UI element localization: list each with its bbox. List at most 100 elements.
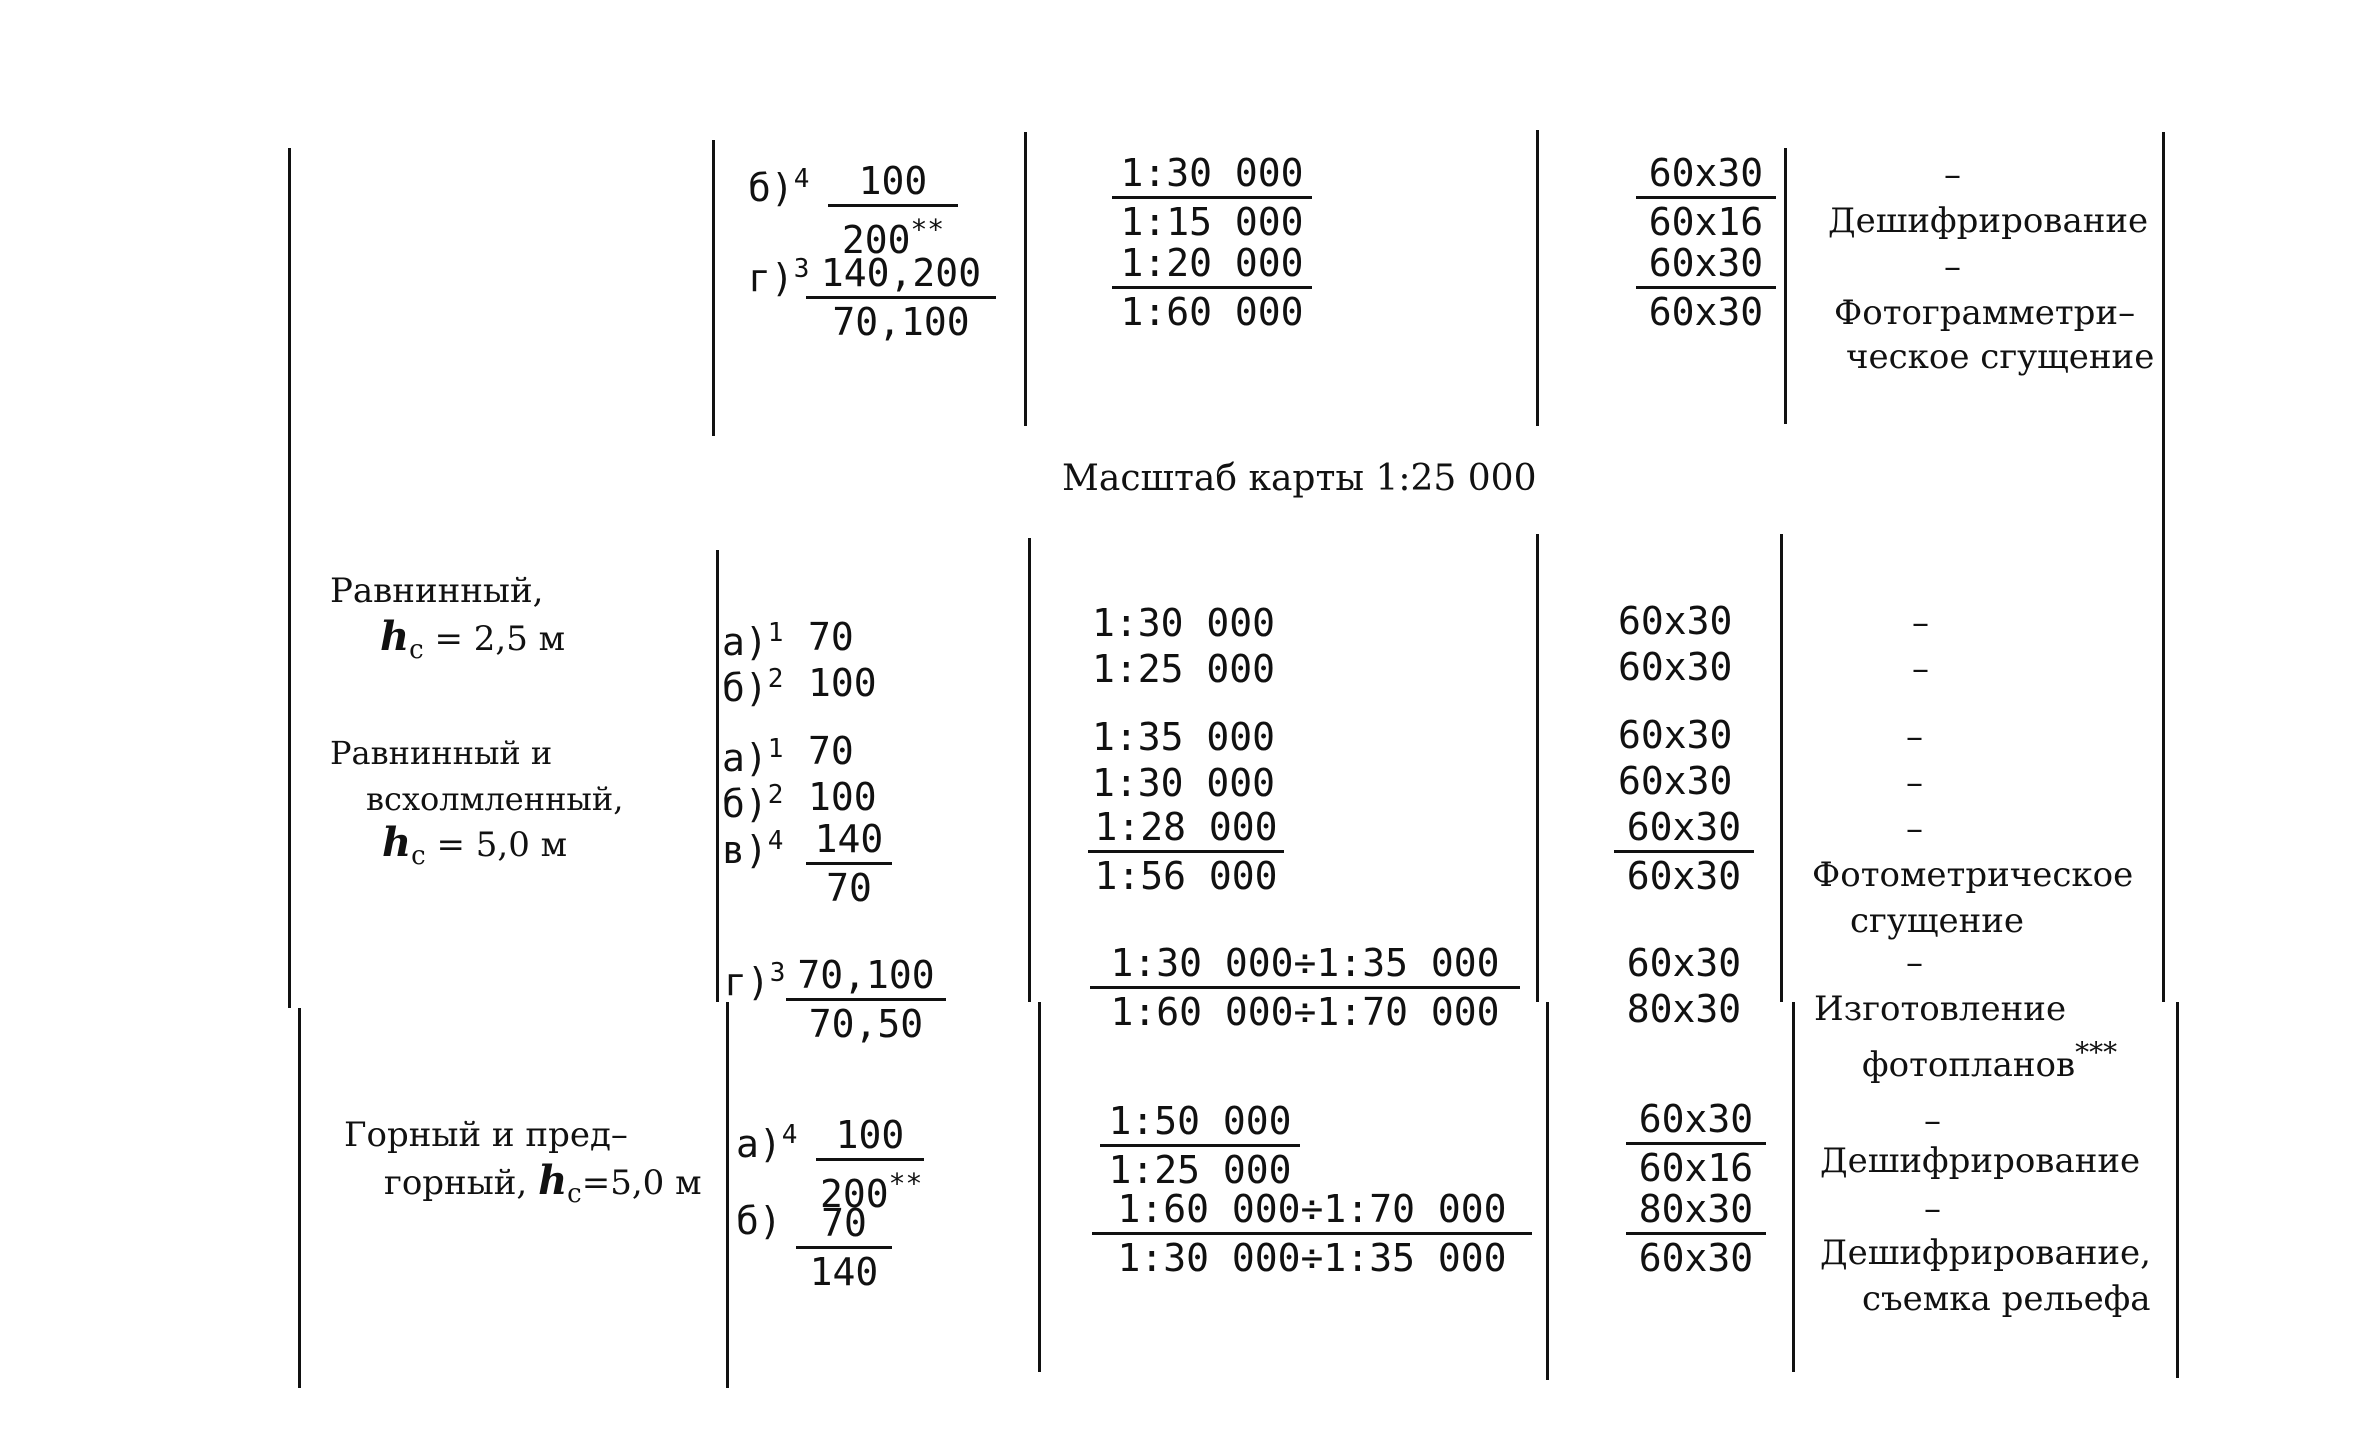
height-value: =5,0 м bbox=[581, 1163, 702, 1203]
format-denominator: 60x16 bbox=[1648, 200, 1764, 244]
flat-hilly-row-a-note: – bbox=[1906, 717, 1923, 757]
top-scale-1: 1:30 000 1:15 000 bbox=[1112, 150, 1312, 245]
flat-hilly-row-b-scale: 1:30 000 bbox=[1092, 761, 1276, 805]
fraction-denominator: 70,100 bbox=[832, 300, 970, 344]
col4-divider-low bbox=[1546, 1002, 1549, 1380]
flat-hilly-row-v-fraction: 140 70 bbox=[806, 816, 892, 911]
flat-hilly-row-v-note-1: Фотометрическое bbox=[1812, 855, 2134, 895]
footnote-mark: ** bbox=[888, 1167, 923, 1200]
flat-hilly-row-v-scale: 1:28 000 1:56 000 bbox=[1088, 804, 1284, 899]
flat-hilly-row-g-note-1: Изготовление bbox=[1814, 989, 2067, 1029]
col5-divider-low bbox=[1792, 1002, 1795, 1372]
top-format-2: 60x30 60x30 bbox=[1636, 240, 1776, 335]
flat-hilly-row-a-marker: а)1 bbox=[722, 734, 784, 780]
top-format-1: 60x30 60x16 bbox=[1636, 150, 1776, 245]
col3-divider-low bbox=[1038, 1002, 1041, 1372]
flat-hilly-row-a-scale: 1:35 000 bbox=[1092, 715, 1276, 759]
flat-row-b-marker: б)2 bbox=[722, 664, 784, 710]
scale-numerator: 1:28 000 bbox=[1088, 804, 1284, 853]
fraction-numerator: 70 bbox=[796, 1200, 892, 1249]
height-value: = 5,0 м bbox=[436, 825, 568, 865]
terrain-mountain-line1: Горный и пред– bbox=[344, 1115, 628, 1155]
flat-hilly-row-g-marker: г)3 bbox=[724, 958, 786, 1004]
terrain-mountain-line2: горный, hc=5,0 м bbox=[384, 1157, 702, 1209]
flat-row-b-format: 60x30 bbox=[1618, 645, 1733, 689]
fraction-numerator: 140,200 bbox=[806, 250, 996, 299]
top-marker-g: г)3 bbox=[748, 246, 809, 301]
marker-sup: 4 bbox=[793, 164, 810, 194]
format-denominator: 60x30 bbox=[1648, 290, 1764, 334]
flat-row-a-note: – bbox=[1912, 603, 1929, 643]
flat-hilly-row-b-marker: б)2 bbox=[722, 780, 784, 826]
mountain-row-a-scale: 1:50 000 1:25 000 bbox=[1100, 1098, 1300, 1193]
flat-hilly-row-v-format: 60x30 60x30 bbox=[1614, 804, 1754, 899]
col2-divider-mid bbox=[716, 550, 719, 1002]
mountain-row-b-dash: – bbox=[1924, 1189, 1941, 1229]
flat-hilly-row-b-value: 100 bbox=[808, 775, 877, 819]
fraction-numerator: 140 bbox=[806, 816, 892, 865]
flat-hilly-row-g-dash: – bbox=[1906, 943, 1923, 983]
fraction-denominator: 200** bbox=[820, 1167, 923, 1216]
mountain-row-b-note-1: Дешифрирование, bbox=[1820, 1233, 2151, 1273]
col3-divider-top bbox=[1024, 132, 1027, 426]
scale-numerator: 1:30 000 bbox=[1112, 150, 1312, 199]
terrain-flat-hilly-line1: Равнинный и bbox=[330, 734, 553, 772]
height-subscript: c bbox=[411, 840, 426, 871]
map-scale-heading: Масштаб карты 1:25 000 bbox=[1062, 458, 1537, 499]
fraction-numerator: 70,100 bbox=[786, 952, 946, 1001]
flat-hilly-row-g-fraction: 70,100 70,50 bbox=[786, 952, 946, 1047]
mountain-row-b-note-2: съемка рельефа bbox=[1862, 1279, 2151, 1319]
mountain-row-b-format: 80x30 60x30 bbox=[1626, 1186, 1766, 1281]
mountain-row-b-fraction: 70 140 bbox=[796, 1200, 892, 1295]
fraction-denominator: 70,50 bbox=[808, 1002, 924, 1046]
terrain-flat-hilly-height: hc = 5,0 м bbox=[382, 820, 567, 879]
flat-row-a-marker: а)1 bbox=[722, 618, 784, 664]
format-numerator: 60x30 bbox=[1636, 240, 1776, 289]
top-note-photogrammetric-1: Фотограмметри– bbox=[1834, 293, 2136, 333]
height-value: = 2,5 м bbox=[434, 619, 566, 659]
top-note-photogrammetric-2: ческое сгущение bbox=[1846, 337, 2155, 377]
fraction-denominator: 140 bbox=[809, 1250, 879, 1294]
flat-hilly-row-b-note: – bbox=[1906, 763, 1923, 803]
height-symbol: h bbox=[538, 1157, 568, 1204]
format-numerator: 80x30 bbox=[1626, 1186, 1766, 1235]
mountain-row-a-note: Дешифрирование bbox=[1820, 1141, 2141, 1181]
marker-letter: б) bbox=[748, 166, 794, 210]
top-fraction-b: 100 200** bbox=[828, 158, 958, 263]
fraction-denominator: 70 bbox=[826, 866, 872, 910]
top-note-dash-1: – bbox=[1944, 155, 1961, 195]
mountain-row-a-fraction: 100 200** bbox=[816, 1112, 924, 1217]
top-marker-b: б)4 bbox=[748, 156, 809, 211]
scale-denominator: 1:30 000÷1:35 000 bbox=[1117, 1236, 1507, 1280]
scale-denominator: 1:60 000 bbox=[1120, 290, 1304, 334]
terrain-flat-hilly-line2: всхолмленный, bbox=[366, 780, 624, 818]
height-subscript: c bbox=[567, 1178, 582, 1209]
format-numerator: 60x30 bbox=[1636, 150, 1776, 199]
marker-letter: г) bbox=[748, 256, 794, 300]
top-note-deciphering: Дешифрирование bbox=[1828, 201, 2149, 241]
format-denominator: 60x30 bbox=[1626, 854, 1742, 898]
fraction-numerator: 100 bbox=[816, 1112, 924, 1161]
flat-hilly-row-g-scale: 1:30 000÷1:35 000 1:60 000÷1:70 000 bbox=[1090, 940, 1520, 1035]
height-subscript: c bbox=[409, 634, 424, 665]
footnote-mark: ** bbox=[910, 213, 945, 246]
mountain-row-b-marker: б) bbox=[736, 1199, 782, 1243]
scale-denominator: 1:25 000 bbox=[1108, 1148, 1292, 1192]
flat-row-a-value: 70 bbox=[808, 615, 854, 659]
format-numerator: 60x30 bbox=[1626, 941, 1742, 985]
flat-row-a-scale: 1:30 000 bbox=[1092, 601, 1276, 645]
flat-hilly-row-v-note-2: сгущение bbox=[1850, 901, 2025, 941]
col2-divider-low bbox=[726, 1002, 729, 1388]
left-border-upper bbox=[288, 148, 291, 1008]
flat-row-b-note: – bbox=[1912, 649, 1929, 689]
mountain-row-a-dash: – bbox=[1924, 1101, 1941, 1141]
height-symbol: h bbox=[380, 613, 410, 660]
col4-divider-mid bbox=[1536, 534, 1539, 1002]
format-denominator: 60x30 bbox=[1638, 1236, 1754, 1280]
scale-numerator: 1:20 000 bbox=[1112, 240, 1312, 289]
format-numerator: 60x30 bbox=[1626, 1096, 1766, 1145]
flat-hilly-row-g-format: 60x30 80x30 bbox=[1614, 940, 1754, 1032]
scale-denominator: 1:15 000 bbox=[1120, 200, 1304, 244]
flat-hilly-row-a-format: 60x30 bbox=[1618, 713, 1733, 757]
